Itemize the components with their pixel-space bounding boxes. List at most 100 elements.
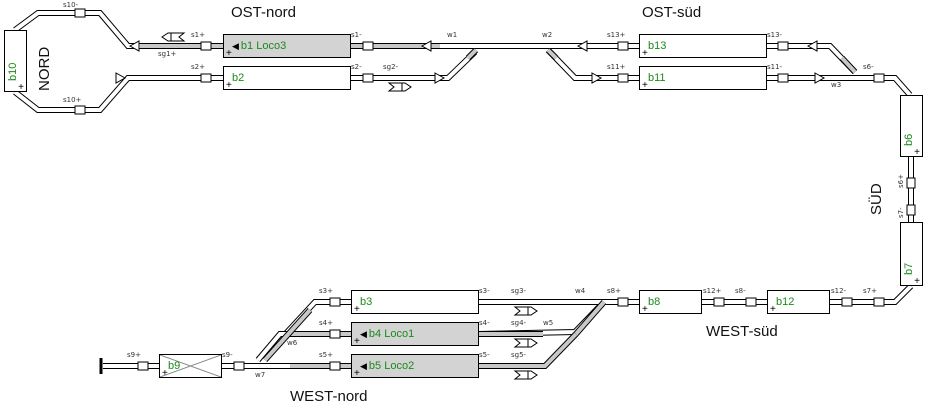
track-b2-east-inner: [351, 50, 477, 80]
signal-right-icon: [434, 72, 446, 84]
plus-icon: +: [914, 147, 920, 158]
sensor-marker: [873, 73, 885, 83]
track-nord-bottom-inner: [13, 76, 223, 112]
sensor-label: s5-: [479, 351, 490, 359]
block-label: ◀b1 Loco3: [232, 40, 287, 52]
sensor-marker: [713, 297, 725, 307]
block-label: b6: [903, 133, 915, 146]
block-label: b13: [648, 40, 667, 52]
signal-right-icon: [591, 72, 603, 84]
sensor-marker: [200, 41, 212, 51]
sensor-label: s12+: [703, 287, 722, 295]
plus-icon: +: [354, 368, 360, 379]
sensor-label: s9+: [127, 351, 141, 359]
block-b2[interactable]: b2 +: [223, 66, 351, 91]
sensor-label: s1+: [191, 31, 205, 39]
signal-right-icon: [115, 72, 127, 84]
sensor-label: s1-: [351, 31, 362, 39]
sensor-marker: [777, 41, 789, 51]
sensor-label: s3+: [319, 287, 333, 295]
signal-left-icon: [576, 40, 588, 52]
route-arrow-right-icon: [513, 370, 538, 380]
direction-left-icon: ◀: [360, 361, 367, 371]
sensor-marker: [906, 204, 916, 216]
signal-right-icon: [814, 72, 826, 84]
sensor-label: s5+: [319, 351, 333, 359]
block-label: b12: [776, 296, 795, 308]
switch-label: w2: [542, 31, 553, 39]
sensor-label: s4-: [479, 319, 490, 327]
sensor-label: s6-: [863, 63, 874, 71]
block-b8[interactable]: b8 +: [639, 290, 702, 315]
plus-icon: +: [162, 368, 168, 379]
sensor-label: s11+: [607, 63, 626, 71]
block-label: b10: [7, 62, 19, 81]
sensor-label: sg3-: [511, 287, 527, 295]
track-b5-east-inner: [479, 332, 578, 368]
switch-label: w7: [255, 371, 266, 379]
switch-w2-route-inner: [546, 48, 558, 60]
block-b5[interactable]: ◀b5 Loco2 +: [351, 354, 479, 379]
sensor-label: s2-: [351, 63, 362, 71]
switch-label: w1: [447, 31, 458, 39]
plus-icon: +: [226, 48, 232, 59]
block-b12[interactable]: b12 +: [767, 290, 830, 315]
block-b4[interactable]: ◀b4 Loco1 +: [351, 322, 479, 347]
block-b11[interactable]: b11 +: [639, 66, 767, 91]
signal-left-icon: [806, 40, 818, 52]
block-label: ◀b4 Loco1: [360, 328, 415, 340]
sensor-marker: [362, 41, 374, 51]
route-arrow-right-icon: [387, 82, 412, 92]
signal-left-icon: [128, 40, 140, 52]
block-label: b7: [903, 262, 915, 275]
closed-block-cross-icon: [160, 355, 221, 377]
block-b13[interactable]: b13 +: [639, 34, 767, 59]
block-b7[interactable]: b7 +: [900, 222, 923, 287]
sensor-label: s2+: [191, 63, 205, 71]
sensor-marker: [329, 329, 341, 339]
signal-left-icon: [420, 40, 432, 52]
sensor-marker: [362, 73, 374, 83]
sensor-label: sg5-: [511, 351, 527, 359]
switch-label: w3: [831, 81, 842, 89]
sensor-label: s11-: [767, 63, 783, 71]
switch-w4-route-inner: [574, 300, 606, 336]
sensor-label: s13-: [767, 31, 783, 39]
plus-icon: +: [226, 80, 232, 91]
area-label-nord: NORD: [36, 46, 53, 91]
plus-icon: +: [642, 304, 648, 315]
sensor-label: s7-: [897, 207, 905, 218]
sensor-marker: [137, 361, 149, 371]
plus-icon: +: [642, 48, 648, 59]
sensor-marker: [841, 297, 853, 307]
sensor-label: s8+: [607, 287, 621, 295]
sensor-marker: [233, 361, 245, 371]
sensor-label: s8-: [735, 287, 746, 295]
plus-icon: +: [354, 304, 360, 315]
sensor-label: s7+: [863, 287, 877, 295]
sensor-marker: [329, 297, 341, 307]
direction-left-icon: ◀: [360, 329, 367, 339]
sensor-label: s10+: [63, 96, 82, 104]
switch-label: w5: [543, 319, 554, 327]
plus-icon: +: [354, 336, 360, 347]
sensor-marker: [906, 177, 916, 189]
block-b1[interactable]: ◀b1 Loco3 +: [223, 34, 351, 59]
area-label-sued: SÜD: [868, 183, 885, 215]
sensor-label: sg1+: [158, 50, 177, 58]
block-b10[interactable]: b10 +: [4, 30, 27, 93]
track-nord-top-inner: [13, 11, 140, 48]
sensor-label: s13+: [607, 31, 626, 39]
block-label: b11: [648, 72, 666, 84]
area-label-ost-nord: OST-nord: [231, 4, 297, 21]
area-label-west-nord: WEST-nord: [290, 388, 368, 405]
block-b3[interactable]: b3 +: [351, 290, 479, 315]
sensor-label: s4+: [319, 319, 333, 327]
direction-left-icon: ◀: [232, 41, 239, 51]
block-b9[interactable]: b9 +: [159, 354, 222, 379]
sensor-marker: [74, 105, 86, 115]
block-b6[interactable]: b6 +: [900, 95, 923, 158]
sensor-label: s6+: [897, 174, 905, 188]
switch-w6-route-inner: [263, 308, 312, 362]
route-arrows: [161, 32, 538, 380]
